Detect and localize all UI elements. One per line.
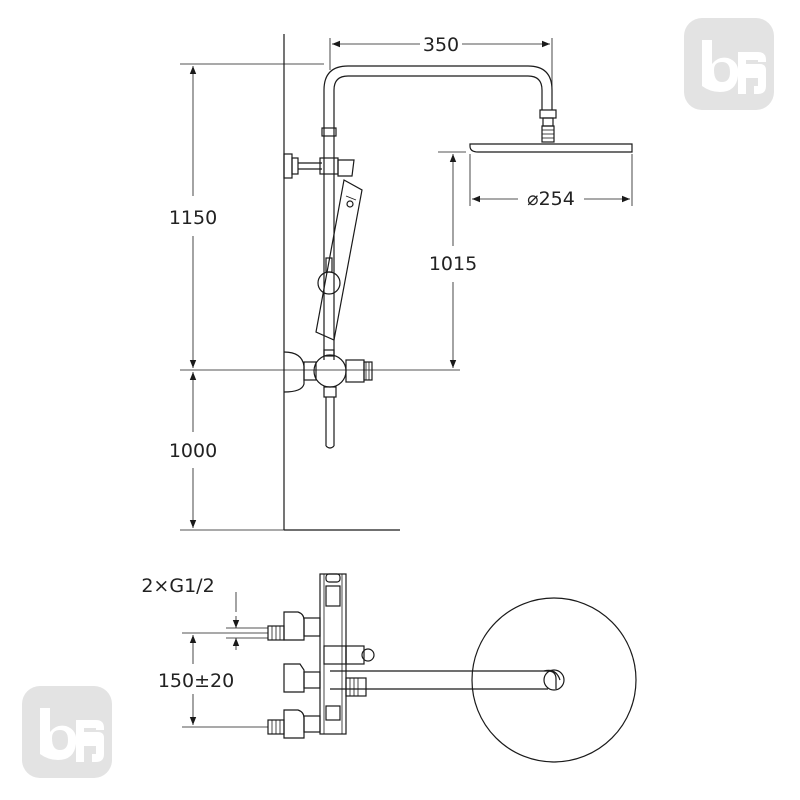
brand-logo-icon xyxy=(22,686,112,778)
top-view: 2×G1/2 150±20 xyxy=(141,573,637,763)
shower-head-side xyxy=(469,143,633,153)
dim-head-to-mixer: 1015 xyxy=(429,253,477,275)
shower-head-top xyxy=(471,597,637,763)
dim-mixer-height: 1000 xyxy=(169,440,217,462)
front-view: 350 ⌀254 1150 1015 1000 xyxy=(169,34,633,531)
mixer-wall-plate xyxy=(283,351,305,393)
mixer-body xyxy=(313,354,347,388)
dim-arm-reach: 350 xyxy=(423,34,459,56)
brand-logo-icon xyxy=(684,18,774,110)
dim-inlet-spacing: 150±20 xyxy=(158,670,234,692)
dim-total-height: 1150 xyxy=(169,207,217,229)
dim-head-diameter: ⌀254 xyxy=(527,188,575,210)
hand-shower xyxy=(315,179,363,341)
slider-knob xyxy=(317,271,341,295)
dim-inlet-thread: 2×G1/2 xyxy=(141,575,214,597)
